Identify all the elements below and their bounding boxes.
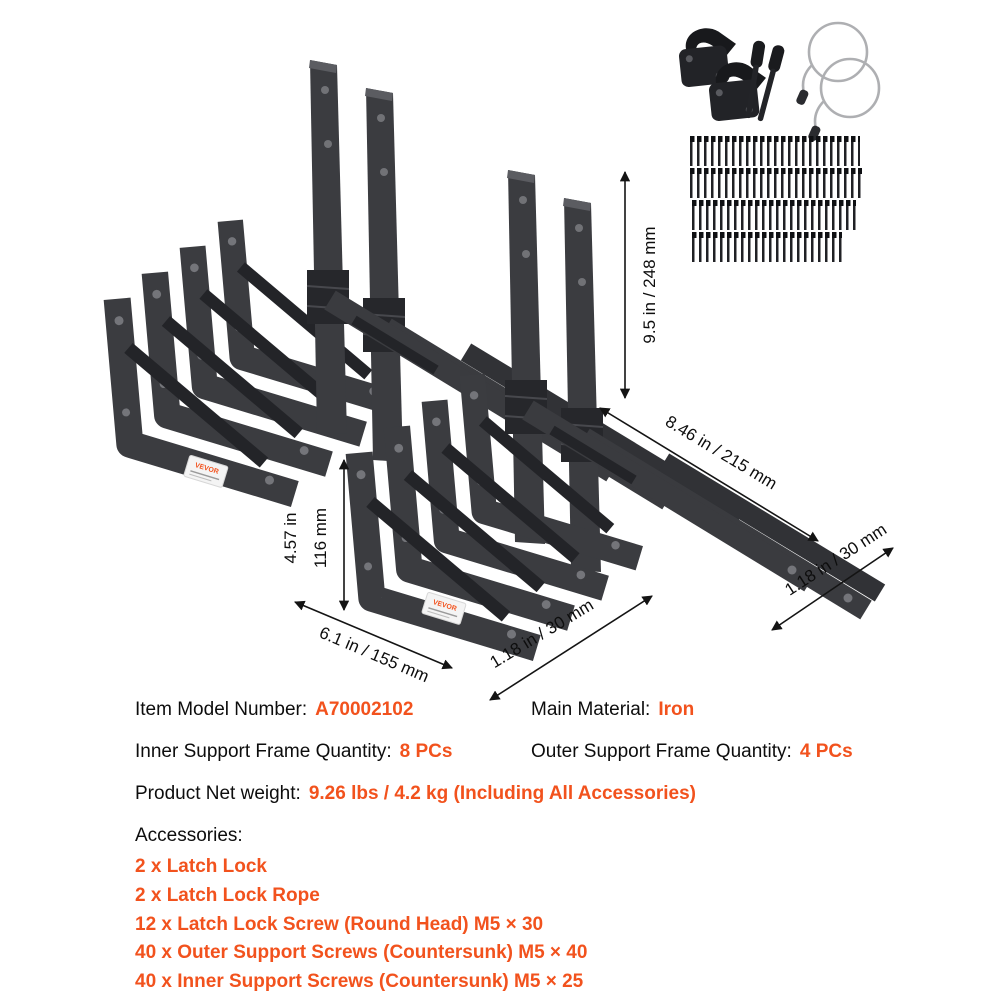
outer-qty-label: Outer Support Frame Quantity: [531,741,792,762]
screw-row-icon [692,200,856,230]
dim-line-inner-width [489,595,653,701]
accessories-heading: Accessories: [135,825,243,846]
weight-value: 9.26 lbs / 4.2 kg (Including All Accesso… [308,783,696,804]
spec-outer-qty: Outer Support Frame Quantity: 4 PCs [531,741,905,763]
accessory-item: 2 x Latch Lock Rope [135,884,320,906]
model-value: A70002102 [315,699,414,720]
dimension-outer-height: 9.5 in / 248 mm [640,226,659,344]
accessory-item: 12 x Latch Lock Screw (Round Head) M5 × … [135,913,544,935]
latch-lock-icon [676,25,740,88]
material-label: Main Material: [531,699,651,720]
spec-panel: Item Model Number: A70002102 Main Materia… [135,699,905,997]
dimension-lines [294,170,894,701]
dim-line-outer-width [771,547,894,631]
screw-row-icon [690,136,860,166]
spec-row-model-material: Item Model Number: A70002102 Main Materia… [135,699,905,721]
brand-sticker: VEVOR [183,454,229,488]
spec-model: Item Model Number: A70002102 [135,699,531,721]
screw-row-icon [692,232,842,262]
outer-qty-value: 4 PCs [799,741,853,762]
weight-label: Product Net weight: [135,783,301,804]
inner-qty-label: Inner Support Frame Quantity: [135,741,392,762]
spec-weight: Product Net weight: 9.26 lbs / 4.2 kg (In… [135,783,905,805]
dimension-inner-height-in: 4.57 in [281,512,300,564]
model-label: Item Model Number: [135,699,308,720]
dimension-inner-height-mm: 116 mm [311,507,330,569]
accessory-item: 40 x Inner Support Screws (Countersunk) … [135,971,584,993]
accessory-item: 2 x Latch Lock [135,856,267,877]
accessories-cluster [676,21,881,144]
material-value: Iron [658,699,695,720]
inner-qty-value: 8 PCs [399,741,453,762]
spec-row-quantities: Inner Support Frame Quantity: 8 PCs Outer… [135,741,905,763]
spec-material: Main Material: Iron [531,699,905,721]
spec-inner-qty: Inner Support Frame Quantity: 8 PCs [135,741,531,763]
accessory-item: 40 x Outer Support Screws (Countersunk) … [135,942,588,964]
dim-line-inner-length [294,600,453,670]
screw-row-icon [690,168,862,198]
dim-line-outer-length [599,407,819,542]
